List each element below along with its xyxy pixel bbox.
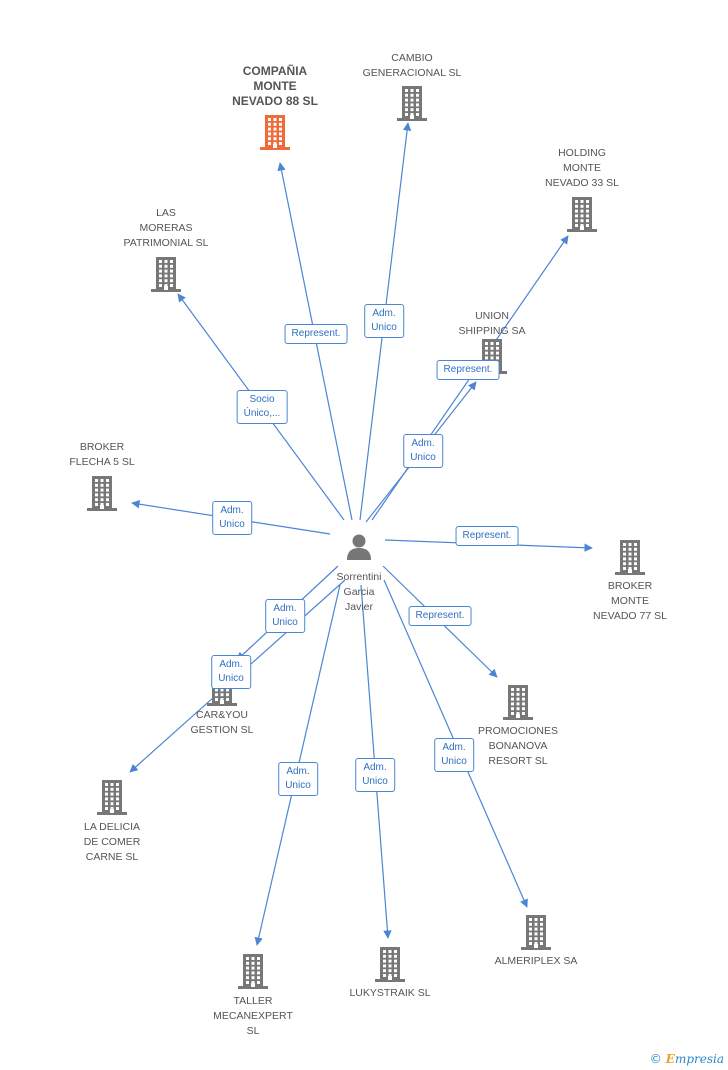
node-lukystraik[interactable] (374, 946, 406, 987)
node-holding[interactable] (566, 196, 598, 237)
node-label-compania[interactable]: COMPAÑIA MONTE NEVADO 88 SL (232, 64, 318, 108)
building-icon (375, 947, 405, 982)
edge-label-caryou[interactable]: Adm. Unico (265, 599, 305, 633)
edge-label-cambio[interactable]: Adm. Unico (364, 304, 404, 338)
building-icon (397, 86, 427, 121)
edge-label-compania[interactable]: Represent. (284, 324, 348, 344)
edge-label-almeriplex[interactable]: Adm. Unico (434, 738, 474, 772)
node-moreras[interactable] (150, 256, 182, 297)
node-label-flecha[interactable]: BROKER FLECHA 5 SL (69, 441, 135, 468)
node-label-promociones[interactable]: PROMOCIONES BONANOVA RESORT SL (478, 725, 558, 767)
edge-label-broker77[interactable]: Represent. (455, 526, 519, 546)
node-delicia[interactable] (96, 779, 128, 820)
person-icon (347, 534, 371, 560)
node-label-cambio[interactable]: CAMBIO GENERACIONAL SL (362, 52, 462, 79)
node-label-delicia[interactable]: LA DELICIA DE COMER CARNE SL (83, 821, 141, 863)
building-icon (238, 954, 268, 989)
building-icon (87, 476, 117, 511)
edge-label-flecha[interactable]: Adm. Unico (212, 501, 252, 535)
node-almeriplex[interactable] (520, 914, 552, 955)
edge-label-union[interactable]: Adm. Unico (403, 434, 443, 468)
building-icon (521, 915, 551, 950)
edge-label-holding[interactable]: Represent. (436, 360, 500, 380)
node-broker77[interactable] (614, 539, 646, 580)
brand-name: mpresia (674, 1052, 724, 1066)
center-person[interactable] (345, 532, 373, 565)
node-label-holding[interactable]: HOLDING MONTE NEVADO 33 SL (545, 147, 619, 189)
center-person-name[interactable]: Sorrentini Garcia Javier (336, 571, 382, 613)
building-icon (97, 780, 127, 815)
node-label-almeriplex[interactable]: ALMERIPLEX SA (494, 955, 578, 967)
copyright-icon: © (649, 1052, 662, 1066)
edge-label-moreras[interactable]: Socio Único,... (236, 390, 288, 424)
building-icon (503, 685, 533, 720)
empresia-watermark[interactable]: ©Empresia (650, 1052, 724, 1066)
node-cambio[interactable] (396, 85, 428, 126)
node-label-broker77[interactable]: BROKER MONTE NEVADO 77 SL (593, 580, 667, 622)
node-compania[interactable] (259, 114, 291, 155)
building-icon (567, 197, 597, 232)
node-taller[interactable] (237, 953, 269, 994)
node-flecha[interactable] (86, 475, 118, 516)
node-label-lukystraik[interactable]: LUKYSTRAIK SL (349, 987, 431, 999)
edge-label-taller[interactable]: Adm. Unico (278, 762, 318, 796)
node-label-taller[interactable]: TALLER MECANEXPERT SL (213, 995, 293, 1037)
brand-initial: E (665, 1052, 675, 1066)
building-icon (260, 115, 290, 150)
node-label-moreras[interactable]: LAS MORERAS PATRIMONIAL SL (123, 207, 209, 249)
building-icon (615, 540, 645, 575)
building-icon (151, 257, 181, 292)
edge-label-lukystraik[interactable]: Adm. Unico (355, 758, 395, 792)
edge-label-promociones[interactable]: Represent. (408, 606, 472, 626)
node-label-union[interactable]: UNION SHIPPING SA (458, 310, 526, 337)
edge-label-delicia[interactable]: Adm. Unico (211, 655, 251, 689)
node-promociones[interactable] (502, 684, 534, 725)
node-label-caryou[interactable]: CAR&YOU GESTION SL (190, 709, 254, 736)
